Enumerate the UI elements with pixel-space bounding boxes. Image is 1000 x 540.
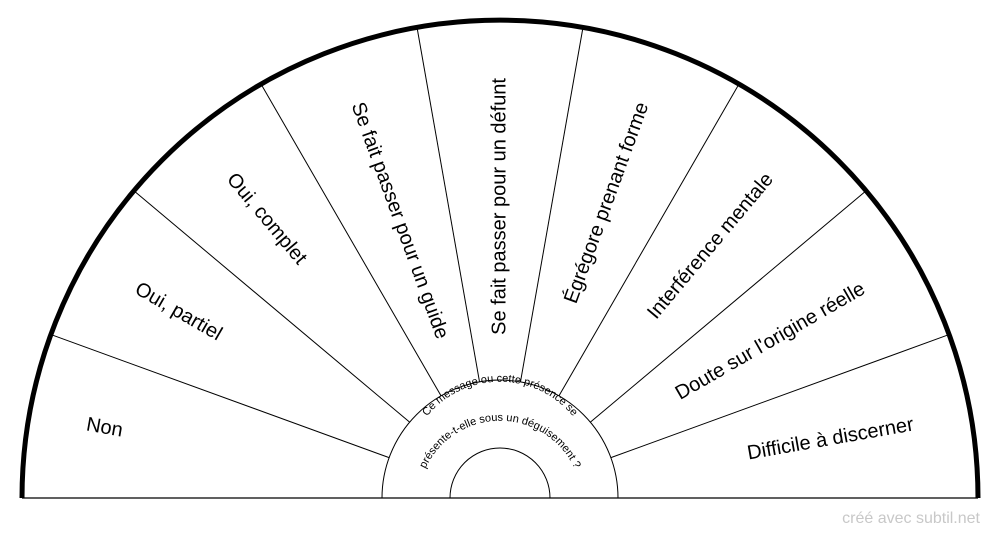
inner-question-arc xyxy=(381,379,619,499)
sector-divider xyxy=(52,334,390,459)
sector-divider xyxy=(590,191,865,423)
sector-label: Oui, complet xyxy=(222,169,311,269)
sector-divider xyxy=(610,334,948,459)
question-text-line-1: Ce message ou cette présence se xyxy=(420,373,580,419)
center-hole-arc xyxy=(449,447,551,499)
sector-dividers xyxy=(52,29,948,459)
sector-label: Se fait passer pour un guide xyxy=(347,99,453,342)
sector-label: Oui, partiel xyxy=(131,278,226,345)
sector-label: Interférence mentale xyxy=(643,169,778,324)
sector-divider xyxy=(519,29,584,382)
watermark: créé avec subtil.net xyxy=(842,510,980,527)
sector-labels: Non Oui, partiel Oui, complet Se fait passe… xyxy=(85,78,916,465)
sector-label: Se fait passer pour un défunt xyxy=(488,78,510,335)
sector-label: Non xyxy=(85,414,125,442)
sector-label: Égrégore prenant forme xyxy=(559,99,653,306)
outer-arc xyxy=(19,17,981,499)
sector-divider xyxy=(261,85,442,397)
sector-divider xyxy=(416,29,481,382)
question-text-line-2: présente-t-elle sous un déguisement ? xyxy=(417,412,583,470)
sector-label: Doute sur l'origine réelle xyxy=(672,278,869,405)
sector-divider xyxy=(135,191,410,423)
sector-label: Difficile à discerner xyxy=(746,413,916,464)
sector-divider xyxy=(558,85,739,397)
